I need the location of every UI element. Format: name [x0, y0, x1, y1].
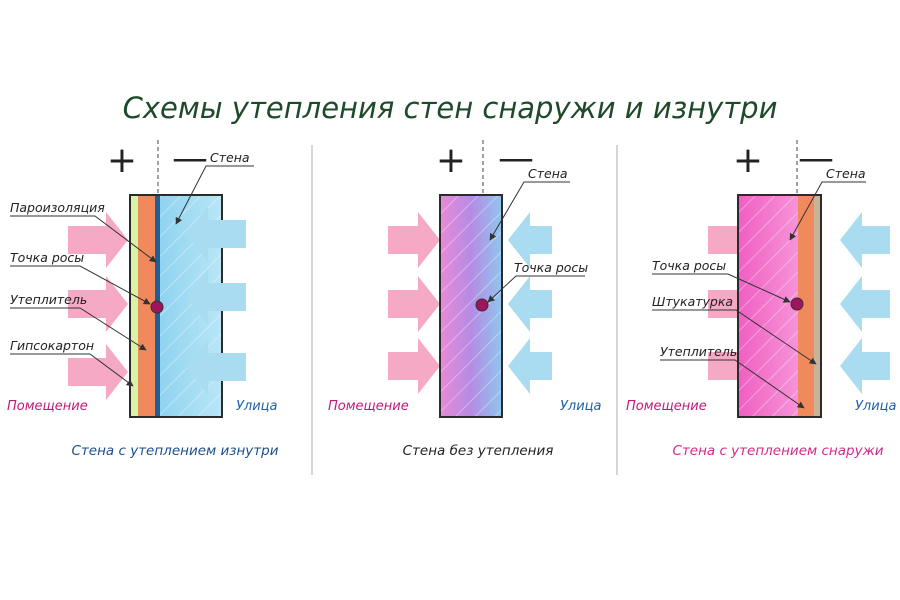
cold-arrow — [186, 206, 246, 262]
label-wall: Стена — [826, 166, 866, 181]
cold-arrow — [186, 339, 246, 395]
diagram-title: Схемы утепления стен снаружи и изнутри — [123, 91, 778, 125]
plaster-layer — [814, 195, 821, 417]
street-label: Улица — [560, 399, 602, 414]
warm-arrow — [388, 338, 440, 394]
label-plaster: Штукатурка — [652, 294, 733, 309]
cold-arrows — [840, 212, 890, 394]
warm-arrow — [68, 276, 128, 332]
warm-side-sign: + — [733, 140, 763, 181]
warm-side-sign: + — [107, 140, 137, 181]
warm-arrow — [68, 344, 128, 400]
label-dew-point: Точка росы — [10, 250, 84, 265]
label-dew-point: Точка росы — [652, 258, 726, 273]
room-label: Помещение — [328, 399, 409, 414]
cold-side-sign: — — [798, 138, 834, 179]
panel-outside-insulation: + — Стена Точка росы Штукатурка Утеплите… — [626, 138, 897, 459]
label-wall: Стена — [528, 166, 568, 181]
label-insulation: Утеплитель — [10, 292, 87, 307]
caption-outside: Стена с утеплением снаружи — [672, 443, 883, 459]
warm-side-sign: + — [436, 140, 466, 181]
warm-arrows — [68, 212, 128, 400]
caption-inside: Стена с утеплением изнутри — [72, 443, 279, 459]
cold-arrow — [508, 338, 552, 394]
cold-arrow — [186, 269, 246, 325]
cold-arrow — [840, 212, 890, 268]
cold-side-sign: — — [498, 138, 534, 179]
warm-arrow — [388, 212, 440, 268]
label-wall: Стена — [210, 150, 250, 165]
room-label: Помещение — [626, 399, 707, 414]
label-insulation: Утеплитель — [660, 344, 737, 359]
cold-arrows — [186, 206, 246, 395]
wall-outline — [439, 194, 503, 418]
label-dew-point: Точка росы — [514, 260, 588, 275]
cold-arrows — [508, 212, 552, 394]
warm-arrows — [388, 212, 440, 394]
dew-point-marker — [790, 297, 804, 311]
street-label: Улица — [855, 399, 897, 414]
panel-inside-insulation: + — Стена Пароизоляция Точка росы У — [7, 138, 279, 459]
label-drywall: Гипсокартон — [10, 338, 94, 353]
cold-arrow — [508, 212, 552, 268]
label-vapor-barrier: Пароизоляция — [10, 200, 105, 215]
caption-none: Стена без утепления — [403, 443, 554, 459]
insulation-layer — [138, 195, 155, 417]
wall-outline — [737, 194, 822, 418]
street-label: Улица — [236, 399, 278, 414]
warm-arrow — [68, 212, 128, 268]
cold-arrow — [840, 276, 890, 332]
panel-no-insulation: + — Стена Точка росы Помещение Улица Сте… — [328, 138, 602, 459]
cold-arrow — [508, 276, 552, 332]
cold-side-sign: — — [172, 138, 208, 179]
dew-point-marker — [475, 298, 489, 312]
dew-point-marker — [150, 300, 164, 314]
cold-arrow — [840, 338, 890, 394]
drywall-layer — [130, 195, 138, 417]
warm-arrow — [388, 276, 440, 332]
room-label: Помещение — [7, 399, 88, 414]
